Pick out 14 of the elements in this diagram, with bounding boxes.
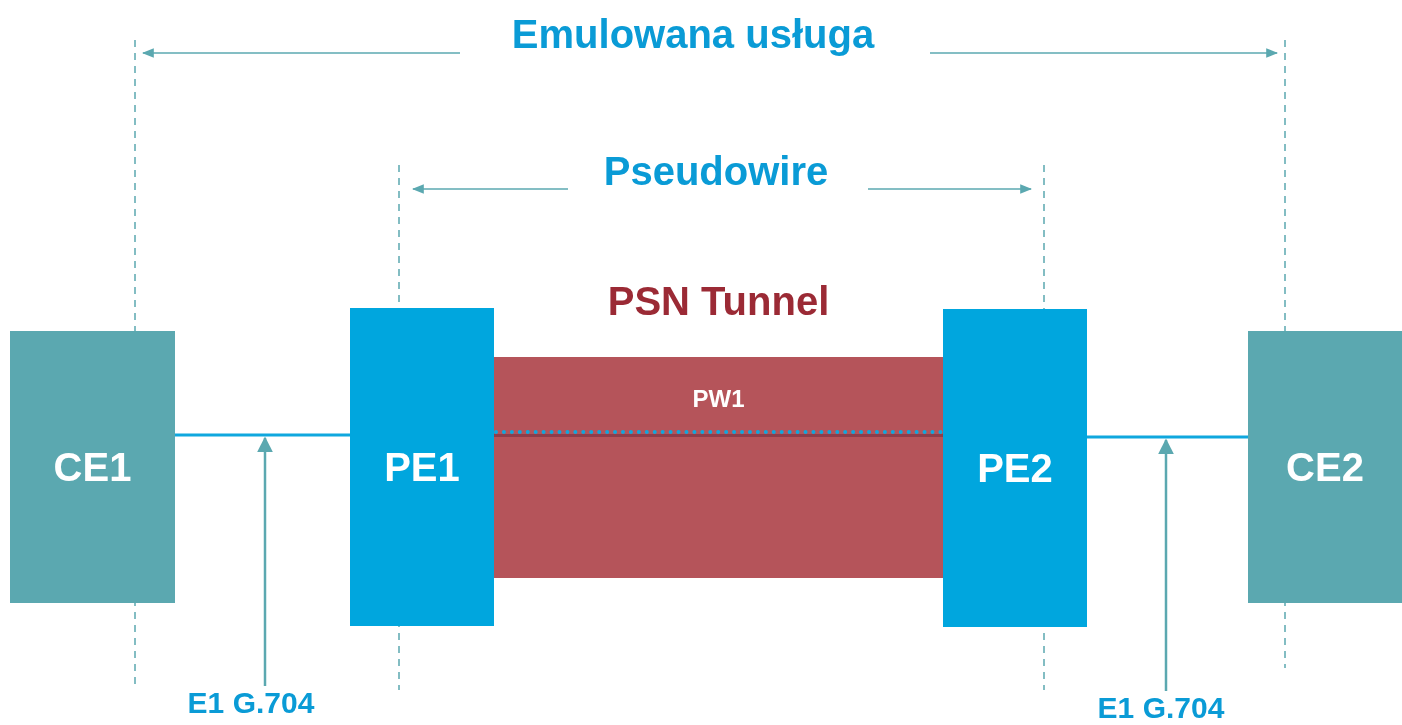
pseudowire-label: PW1 <box>692 385 745 413</box>
device-label: CE2 <box>1286 444 1364 490</box>
device-box <box>1248 331 1402 603</box>
tunnel-heading: PSN Tunnel <box>607 279 830 324</box>
device-label: PE2 <box>977 445 1053 491</box>
device-box <box>350 308 494 626</box>
device-box <box>10 331 175 603</box>
device-label: CE1 <box>53 444 132 490</box>
device-box <box>943 309 1087 627</box>
interface-label: E1 G.704 <box>160 686 342 720</box>
span-label: Pseudowire <box>603 151 829 191</box>
device-label: PE1 <box>384 444 460 490</box>
span-label: Emulowana usługa <box>511 14 875 54</box>
interface-label: E1 G.704 <box>1078 691 1244 725</box>
